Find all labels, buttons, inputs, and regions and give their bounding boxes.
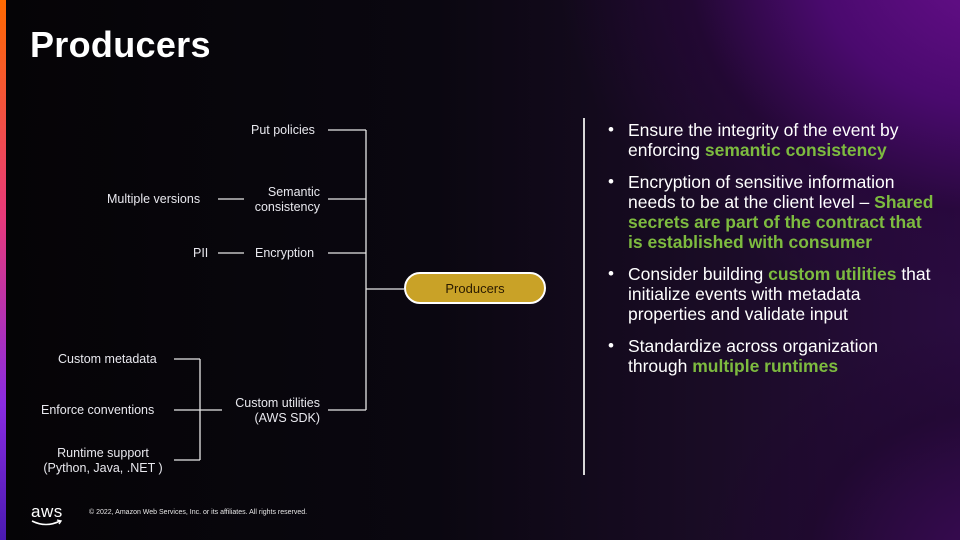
bullet-list: • Ensure the integrity of the event by en… <box>608 120 938 388</box>
bullet-dot-icon: • <box>608 264 614 283</box>
bullet-dot-icon: • <box>608 172 614 191</box>
aws-logo: aws <box>31 502 63 521</box>
bullet-highlight: multiple runtimes <box>692 356 839 376</box>
bullet-text: Standardize across organization through <box>628 336 879 376</box>
vertical-divider <box>583 118 585 475</box>
label-multiple-versions: Multiple versions <box>107 192 201 206</box>
bullet-dot-icon: • <box>608 336 614 355</box>
bullet-item: • Encryption of sensitive information nee… <box>608 172 938 252</box>
label-pii: PII <box>193 246 209 260</box>
label-custom-utilities: Custom utilities (AWS SDK) <box>235 396 320 425</box>
label-custom-metadata: Custom metadata <box>58 352 157 366</box>
bullet-dot-icon: • <box>608 120 614 139</box>
bullet-highlight: Shared secrets are part of the contract … <box>628 192 934 252</box>
bullet-text: Ensure the integrity of the event by enf… <box>628 120 899 160</box>
bullet-text: that initialize events with metadata pro… <box>628 264 931 324</box>
label-put-policies: Put policies <box>251 123 315 137</box>
accent-edge-bar <box>0 0 6 540</box>
label-runtime-support: Runtime support (Python, Java, .NET ) <box>43 446 163 475</box>
bullet-item: • Consider building custom utilities that… <box>608 264 938 324</box>
slide-title: Producers <box>30 24 211 65</box>
label-enforce-conventions: Enforce conventions <box>41 403 155 417</box>
bullet-item: • Ensure the integrity of the event by en… <box>608 120 938 160</box>
bullet-highlight: semantic consistency <box>704 140 887 160</box>
bullet-highlight: custom utilities <box>768 264 897 284</box>
label-encryption: Encryption <box>255 246 315 260</box>
bullet-text: Consider building <box>628 264 769 284</box>
bullet-item: • Standardize across organization through… <box>608 336 938 376</box>
copyright-text: © 2022, Amazon Web Services, Inc. or its… <box>89 509 308 516</box>
bullet-text: Encryption of sensitive information need… <box>628 172 895 212</box>
producers-node: Producers <box>404 272 546 304</box>
aws-smile-icon <box>31 519 63 526</box>
label-semantic-consistency: Semantic consistency <box>254 185 320 214</box>
